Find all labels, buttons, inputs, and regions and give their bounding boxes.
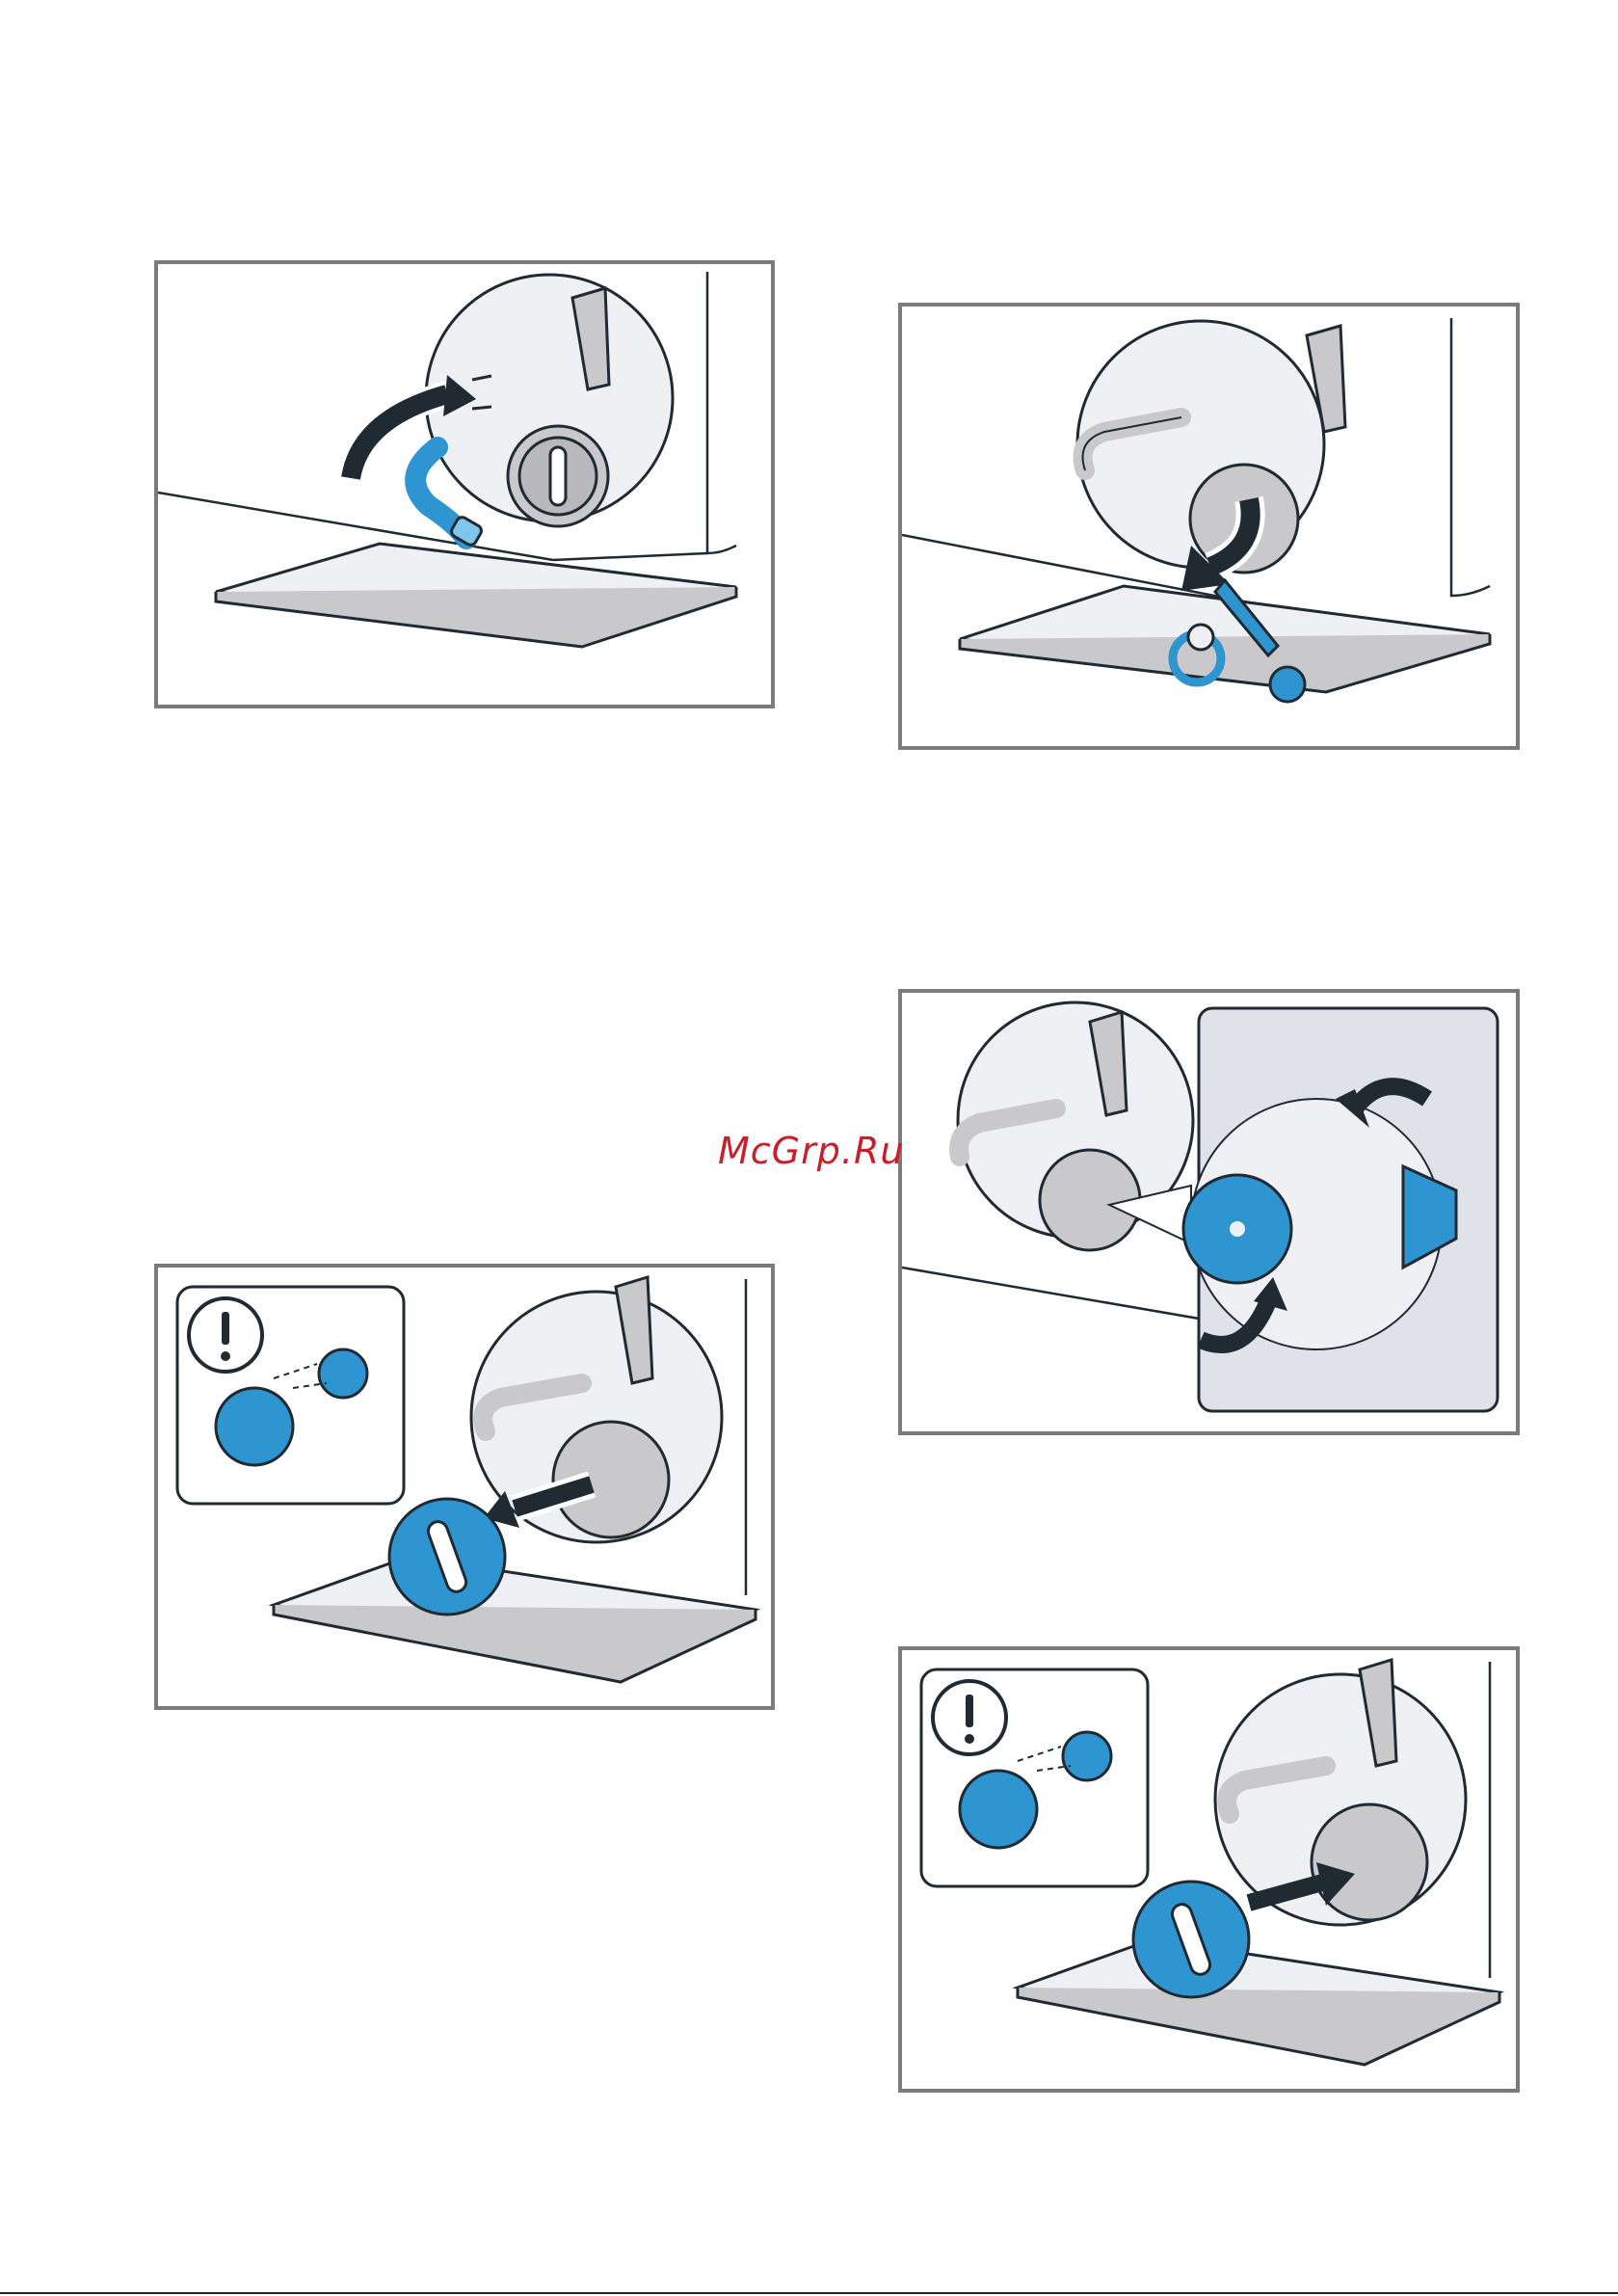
- step-insert-filter-figure: [898, 1646, 1520, 2093]
- footer-divider: [0, 2292, 1618, 2294]
- step-pull-out-hose-figure: [154, 260, 775, 708]
- watermark: McGrp.Ru: [718, 1130, 904, 1172]
- step-remove-debris-figure: [898, 303, 1520, 750]
- step-clean-pump-impeller-figure: [898, 989, 1520, 1435]
- step-unscrew-filter-figure: [154, 1264, 775, 1710]
